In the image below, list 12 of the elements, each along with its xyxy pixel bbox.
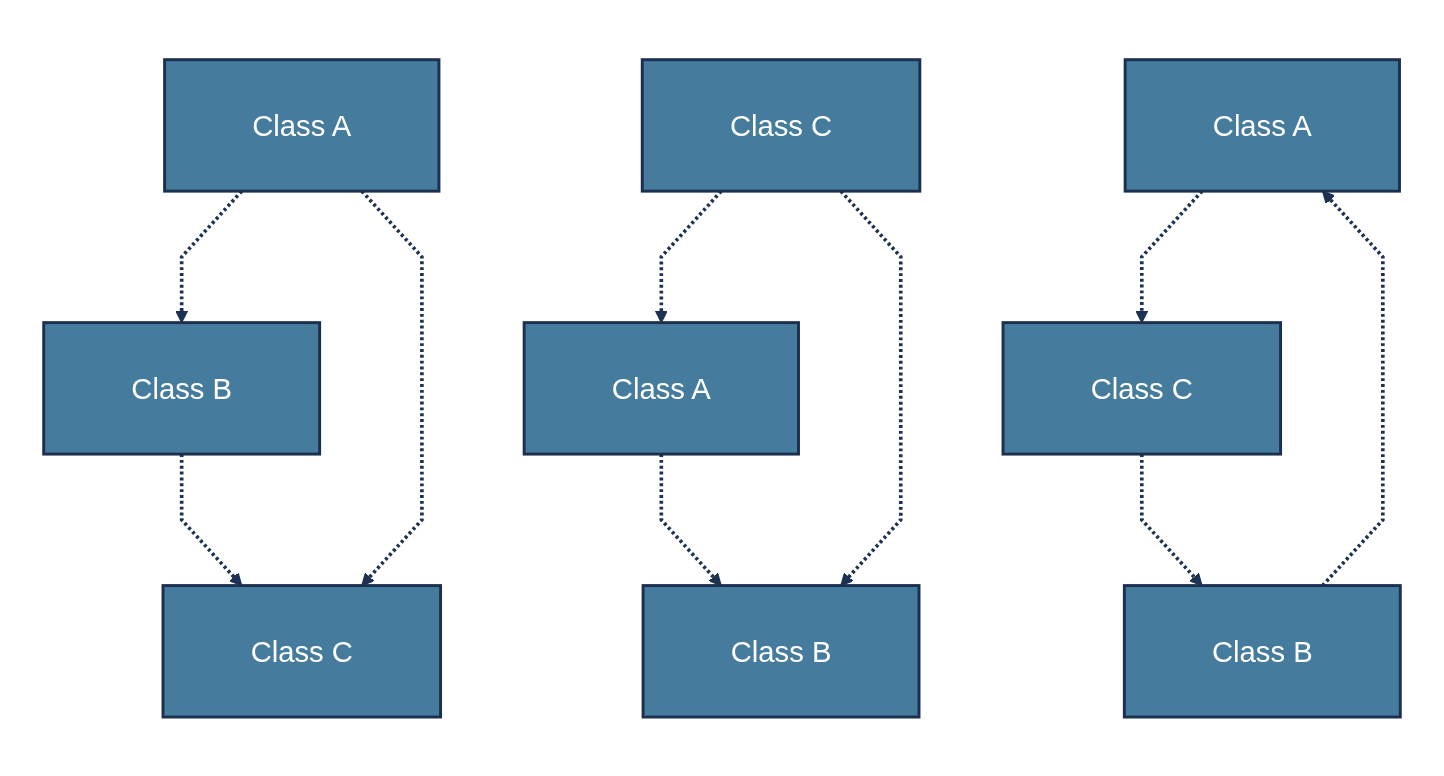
node-box: Class B: [42, 320, 322, 456]
node-box: Class C: [161, 583, 443, 719]
node-box: Class A: [522, 320, 800, 456]
node-box: Class A: [1123, 57, 1401, 193]
arrow: [659, 453, 722, 586]
arrow: [1139, 453, 1203, 586]
arrow: [179, 453, 243, 586]
node-box: Class B: [1122, 583, 1402, 719]
node-box: Class A: [163, 57, 441, 193]
node-box: Class C: [640, 57, 922, 193]
node-box: Class C: [1001, 320, 1283, 456]
node-box: Class B: [641, 583, 921, 719]
